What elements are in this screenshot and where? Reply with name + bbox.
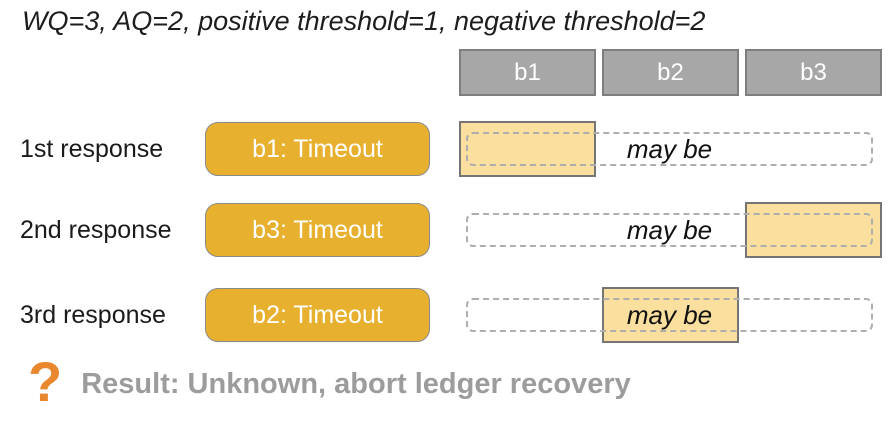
uncertain-entry-highlight [602, 287, 739, 343]
response-row-label: 2nd response [20, 216, 172, 244]
response-row-3: 3rd response b2: Timeout may be [0, 287, 895, 343]
timeout-badge: b3: Timeout [205, 203, 430, 257]
timeout-badge: b1: Timeout [205, 122, 430, 176]
bookie-label-b1: b1 [514, 58, 541, 86]
question-mark-icon: ? [28, 350, 63, 413]
timeout-badge: b2: Timeout [205, 288, 430, 342]
bookie-box-b2: b2 [602, 49, 739, 96]
uncertain-entry-highlight [745, 202, 882, 258]
maybe-range-box: may be [466, 298, 873, 332]
quorum-config-title: WQ=3, AQ=2, positive threshold=1, negati… [22, 6, 706, 36]
bookie-box-b1: b1 [459, 49, 596, 96]
timeout-badge-label: b1: Timeout [252, 134, 383, 163]
result-text: Result: Unknown, abort ledger recovery [81, 367, 631, 400]
bookie-box-b3: b3 [745, 49, 882, 96]
response-row-label: 3rd response [20, 301, 166, 329]
maybe-range-label: may be [626, 133, 713, 164]
bookie-label-b2: b2 [657, 58, 684, 86]
response-row-2: 2nd response b3: Timeout may be [0, 202, 895, 258]
maybe-range-box: may be [466, 213, 873, 247]
response-row-1: 1st response b1: Timeout may be [0, 121, 895, 177]
uncertain-entry-highlight [459, 121, 596, 177]
maybe-range-label: may be [626, 214, 713, 245]
result-line: ? Result: Unknown, abort ledger recovery [28, 350, 631, 413]
timeout-badge-label: b2: Timeout [252, 300, 383, 329]
timeout-badge-label: b3: Timeout [252, 215, 383, 244]
response-row-label: 1st response [20, 135, 164, 163]
maybe-range-box: may be [466, 132, 873, 166]
bookie-label-b3: b3 [800, 58, 827, 86]
maybe-range-label: may be [626, 299, 713, 330]
